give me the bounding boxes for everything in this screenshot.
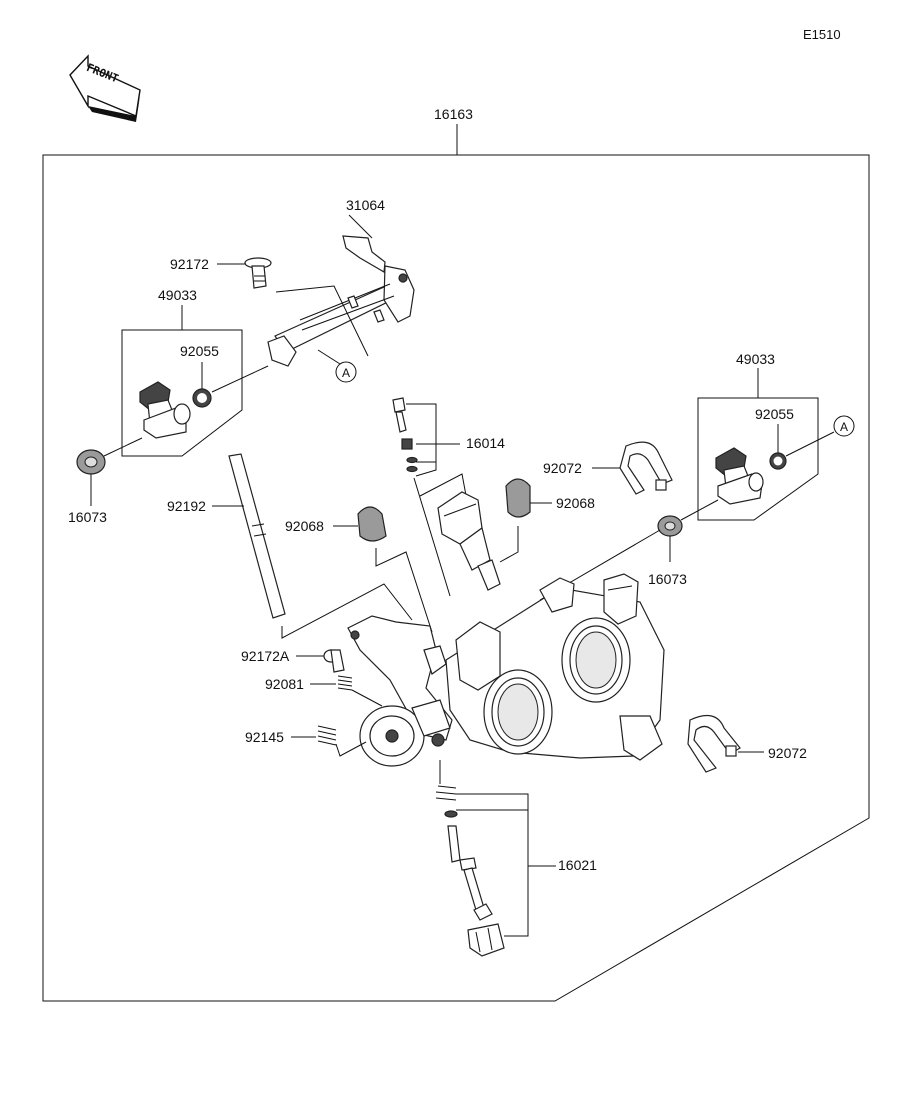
label-92055-right: 92055: [755, 406, 794, 422]
clamp-92072-lower-part: [687, 714, 741, 773]
label-92055-left: 92055: [180, 343, 219, 359]
spring-92145-part: [317, 725, 337, 746]
label-49033-right: 49033: [736, 351, 775, 367]
label-16021: 16021: [558, 857, 597, 873]
label-92068-left: 92068: [285, 518, 324, 534]
label-92172: 92172: [170, 256, 209, 272]
sensor-screw-16014-part: [392, 397, 418, 473]
oring-92055-right-part: [769, 452, 787, 470]
hose-92192-part: [228, 453, 286, 619]
label-16073-right: 16073: [648, 571, 687, 587]
label-16163: 16163: [434, 106, 473, 122]
label-16014: 16014: [466, 435, 505, 451]
injector-left-part: [139, 381, 191, 439]
damper-16073-right-part: [657, 515, 683, 537]
cap-92068-right-part: [505, 478, 531, 518]
label-92172a: 92172A: [241, 648, 290, 664]
screw-92172-part: [244, 257, 272, 289]
label-92068-right: 92068: [556, 495, 595, 511]
ref-mark-a-left: A: [342, 366, 350, 380]
oring-92055-left-part: [192, 388, 212, 408]
throttle-body-part: [347, 573, 665, 761]
ref-mark-a-right: A: [840, 420, 848, 434]
throttle-drum-part: [359, 699, 451, 767]
front-arrow-icon: FRONT: [69, 54, 141, 122]
assembly-frame: [42, 124, 870, 1002]
label-49033-left: 49033: [158, 287, 197, 303]
label-92072-upper: 92072: [543, 460, 582, 476]
clamp-92072-upper-part: [619, 441, 673, 495]
throttle-sensor-connector-part: [437, 491, 501, 591]
label-92081: 92081: [265, 676, 304, 692]
label-92145: 92145: [245, 729, 284, 745]
label-92192: 92192: [167, 498, 206, 514]
fuel-rail-part: [267, 235, 415, 367]
cap-92068-left-part: [357, 506, 387, 542]
label-92072-lower: 92072: [768, 745, 807, 761]
injector-right-part: [715, 447, 764, 505]
damper-16073-left-part: [76, 449, 106, 475]
idle-screw-16021-part: [435, 785, 505, 957]
screw-92172a-part: [323, 649, 345, 673]
diagram-code: E1510: [803, 27, 841, 42]
spring-92081-part: [337, 675, 353, 691]
label-31064: 31064: [346, 197, 385, 213]
label-16073-left: 16073: [68, 509, 107, 525]
